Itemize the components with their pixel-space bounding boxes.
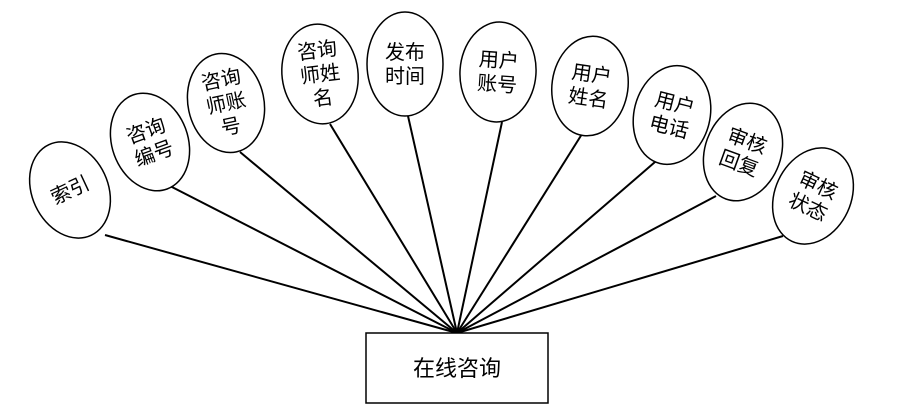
connector-line (456, 161, 656, 334)
attribute-label-line: 号 (219, 113, 244, 141)
entity-box (365, 332, 549, 404)
attribute-ellipse (28, 141, 112, 239)
attribute-ellipse (459, 21, 537, 123)
attribute-label-line: 用户 (478, 47, 520, 74)
attribute-label-line: 咨询 (296, 36, 339, 65)
connector-line (456, 235, 784, 334)
attribute-label: 发布时间 (385, 40, 425, 88)
attribute-node: 咨询师账号 (186, 52, 266, 154)
attribute-ellipse (632, 64, 712, 166)
attribute-ellipse (702, 102, 784, 202)
attribute-node: 用户电话 (632, 64, 712, 166)
attribute-label: 用户姓名 (567, 59, 613, 112)
attribute-ellipse (281, 23, 359, 125)
attribute-ellipse (186, 52, 266, 154)
attribute-node: 用户姓名 (550, 35, 630, 137)
connector-line (329, 123, 458, 334)
attribute-node: 咨询编号 (109, 92, 191, 192)
entity-label: 在线咨询 (413, 357, 501, 382)
attribute-label: 用户电话 (647, 87, 697, 143)
connector-line (456, 133, 583, 334)
attribute-node: 咨询师姓名 (281, 23, 359, 125)
connector-lines (104, 115, 784, 334)
attribute-node: 发布时间 (366, 11, 444, 117)
connector-line (407, 115, 458, 334)
attribute-node: 审核回复 (702, 102, 784, 202)
attribute-label: 咨询师账号 (199, 64, 253, 143)
attribute-node: 审核状态 (771, 147, 855, 245)
attribute-ellipse (109, 92, 191, 192)
attribute-label-line: 账号 (476, 71, 518, 98)
attribute-label-line: 姓名 (567, 83, 610, 112)
attribute-label: 咨询师姓名 (296, 36, 344, 112)
attribute-label-line: 用户 (570, 59, 613, 88)
attribute-label-line: 师姓 (299, 60, 342, 89)
attribute-label: 用户账号 (476, 47, 519, 98)
attribute-ellipse (366, 11, 444, 117)
connector-line (456, 195, 717, 334)
connector-line (169, 185, 458, 334)
connector-line (239, 151, 458, 334)
attribute-label-line: 时间 (385, 64, 425, 88)
connector-line (104, 234, 458, 334)
attribute-label-line: 名 (312, 85, 335, 111)
entity-node: 在线咨询 (365, 332, 549, 404)
attribute-nodes: 索引咨询编号咨询师账号咨询师姓名发布时间用户账号用户姓名用户电话审核回复审核状态 (28, 11, 855, 245)
attribute-node: 用户账号 (459, 21, 537, 123)
attribute-node: 索引 (28, 141, 112, 239)
attribute-label-line: 发布 (385, 40, 425, 64)
connector-line (456, 121, 503, 334)
attribute-ellipse (550, 35, 630, 137)
attribute-ellipse (771, 147, 855, 245)
